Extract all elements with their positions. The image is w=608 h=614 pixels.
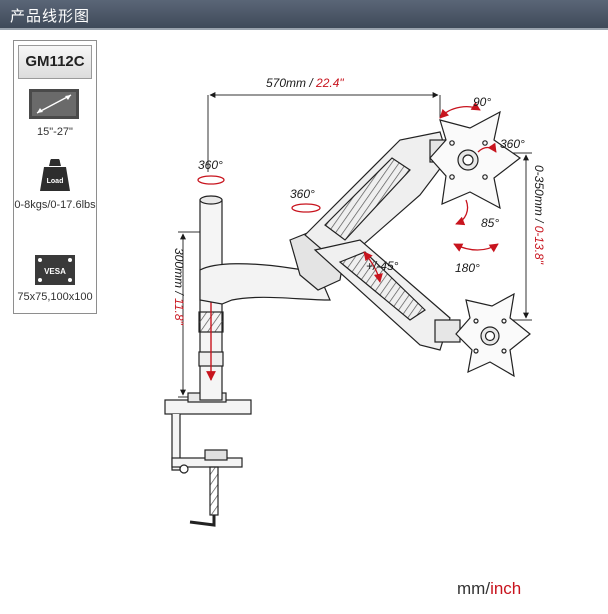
pole-sep: / xyxy=(172,288,186,298)
spec-panel: GM112C 15"-27" Load 0-8kgs/0-17.6lbs VES… xyxy=(13,40,97,314)
header-bar: 产品线形图 xyxy=(0,0,608,28)
height-sep: / xyxy=(532,216,546,226)
units-inch: inch xyxy=(490,579,522,598)
height-mm: 0-350mm xyxy=(532,165,546,216)
load-kg: 0-8kgs xyxy=(14,199,48,211)
top-rotation-label: 90° xyxy=(473,95,491,109)
vesa-rotation-label: 360° xyxy=(500,137,525,151)
desk-clamp xyxy=(164,392,252,527)
load-icon-label: Load xyxy=(47,178,64,185)
gas-spring-arm xyxy=(304,131,461,351)
vesa-plate-top xyxy=(429,110,522,210)
height-dimension-label: 0-350mm / 0-13.8" xyxy=(532,165,546,265)
load-weight-text: 0-8kgs/0-17.6lbs xyxy=(14,199,96,211)
arm-rotation-label: 360° xyxy=(290,187,315,201)
reach-inch: 22.4" xyxy=(315,76,344,90)
height-inch: 0-13.8" xyxy=(532,226,546,265)
load-lbs: 0-17.6lbs xyxy=(50,199,96,211)
reach-dimension-label: 570mm / 22.4" xyxy=(266,76,344,90)
units-sep: / xyxy=(485,579,491,598)
screen-size-text: 15"-27" xyxy=(37,126,73,138)
pole-mm: 300mm xyxy=(172,248,186,288)
vesa-plate-bottom xyxy=(455,292,531,378)
vesa-icon: VESA xyxy=(35,255,75,285)
reach-sep: / xyxy=(306,76,316,90)
rotation-arrows xyxy=(197,101,499,283)
vesa-icon-label: VESA xyxy=(44,267,66,276)
vesa-sizes-text: 75x75,100x100 xyxy=(17,291,93,303)
tilt-label: 85° xyxy=(481,216,499,230)
units-mm: mm xyxy=(457,579,486,598)
header-divider xyxy=(0,28,608,30)
pole-rotation-label: 360° xyxy=(198,158,223,172)
pole-inch: 11.8" xyxy=(172,298,186,325)
pole-dimension-label: 300mm / 11.8" xyxy=(172,248,186,325)
reach-mm: 570mm xyxy=(266,76,306,90)
units-legend: mm/inch xyxy=(457,579,521,599)
model-label: GM112C xyxy=(18,45,92,79)
height-adjust-dimension: 0-350mm / 0-13.8" xyxy=(495,152,546,321)
screen-size-icon xyxy=(29,89,79,119)
header-title: 产品线形图 xyxy=(10,7,91,25)
load-weight-icon: Load xyxy=(40,159,70,191)
pole-height-dimension: 300mm / 11.8" xyxy=(172,231,200,398)
angle-labels: 360° 360° 90° 360° 85° 180° +/-45° xyxy=(198,95,525,275)
swivel-label: 180° xyxy=(455,261,480,275)
arm-tilt-label: +/-45° xyxy=(366,259,399,273)
